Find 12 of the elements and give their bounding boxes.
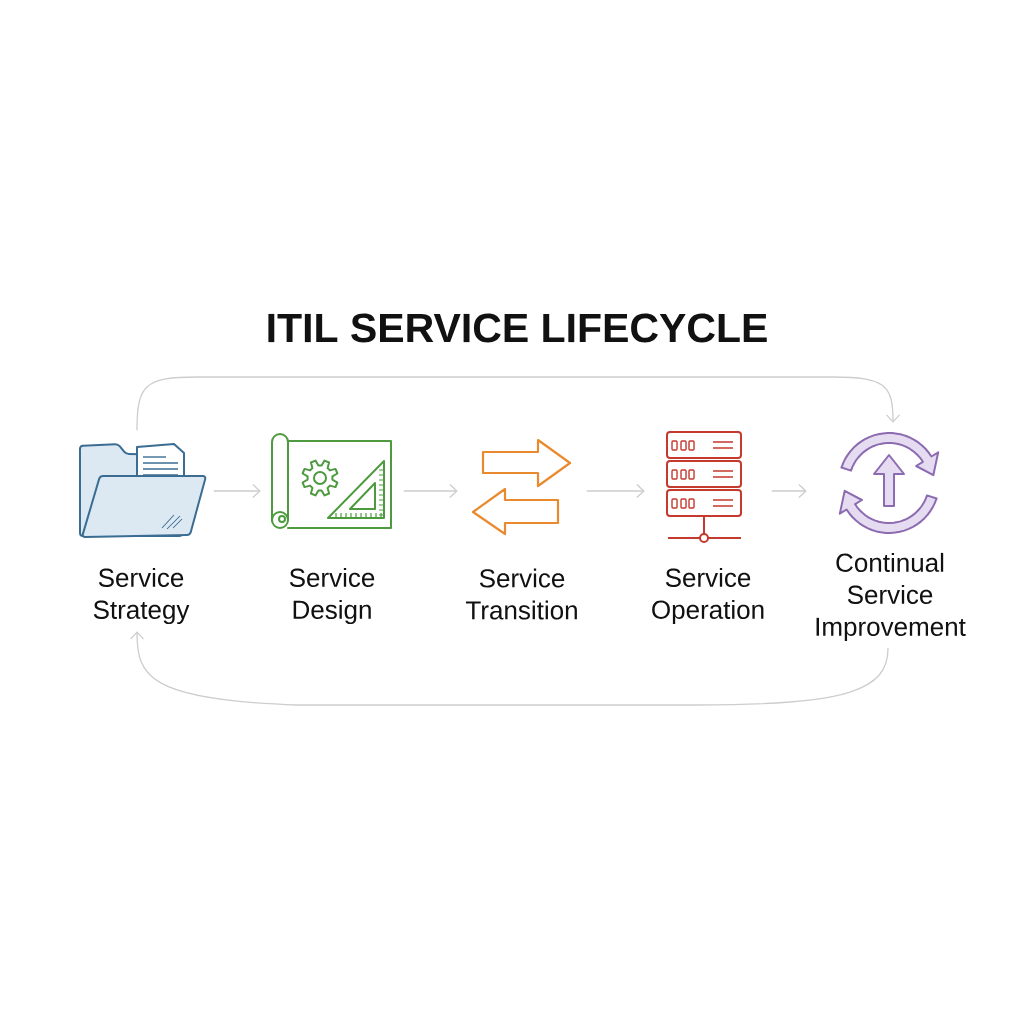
arrow [129, 631, 889, 706]
step-label: Service Operation [652, 567, 764, 625]
arrow [136, 376, 901, 431]
arrow [403, 483, 458, 499]
step-label: Service Transition [466, 568, 577, 620]
step-label: Service Design [289, 567, 375, 625]
arrow [771, 483, 807, 499]
step-label: Service Strategy [93, 567, 190, 625]
step-label: Continual Service Improvement [816, 552, 966, 642]
arrow [213, 483, 261, 499]
arrow [586, 483, 645, 499]
title: ITIL SERVICE LIFECYCLE [268, 313, 767, 343]
